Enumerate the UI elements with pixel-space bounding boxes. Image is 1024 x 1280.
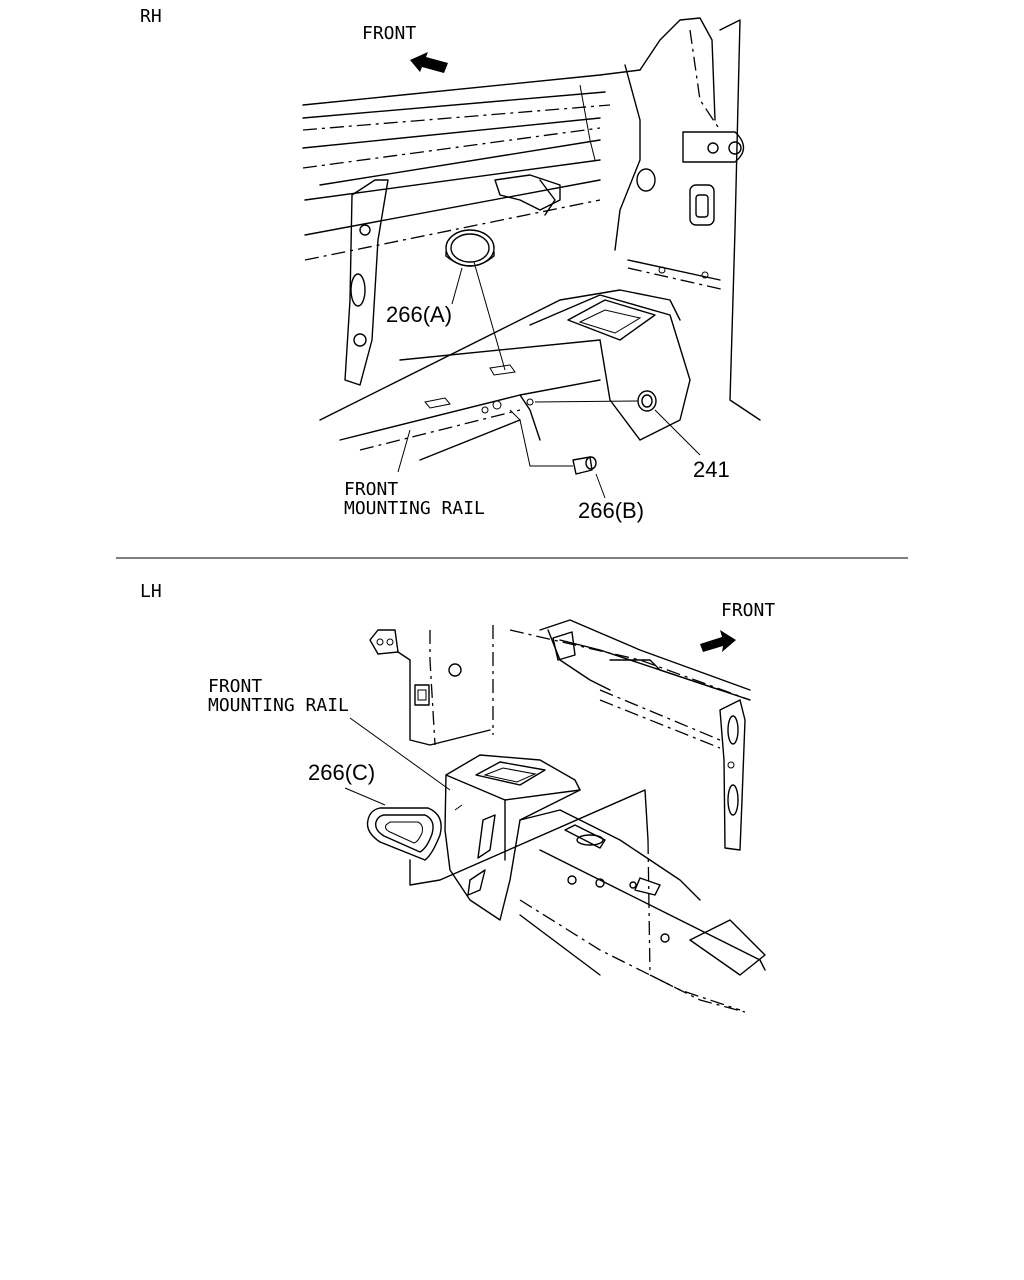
rh-front-arrow-icon — [410, 52, 448, 73]
lh-rail-label-line2: MOUNTING RAIL — [208, 695, 349, 716]
rh-panel-label: RH — [140, 6, 162, 27]
rh-front-label: FRONT — [362, 23, 416, 44]
rh-rail-label-line2: MOUNTING RAIL — [344, 498, 485, 519]
part-241-label: 241 — [693, 457, 730, 482]
lh-front-label: FRONT — [721, 600, 775, 621]
part-241-plug — [534, 390, 657, 412]
lh-rail-label-line1: FRONT — [208, 676, 262, 697]
rh-front-indicator: FRONT — [362, 23, 448, 73]
part-266c-grommet — [366, 807, 442, 861]
lh-panel: LH FRONT — [140, 581, 775, 1013]
lh-panel-label: LH — [140, 581, 162, 602]
lh-front-indicator: FRONT — [700, 600, 775, 652]
rh-rail-label-line1: FRONT — [344, 479, 398, 500]
part-266b-fastener — [509, 409, 597, 475]
rh-panel: RH FRONT — [140, 6, 761, 523]
part-266c-label: 266(C) — [308, 760, 375, 785]
part-266a-label: 266(A) — [386, 302, 452, 327]
part-266a-grommet — [445, 229, 506, 371]
lh-front-arrow-icon — [700, 630, 736, 652]
rh-body-structure — [302, 17, 761, 461]
part-266b-label: 266(B) — [578, 498, 644, 523]
lh-body-structure — [369, 619, 766, 1013]
